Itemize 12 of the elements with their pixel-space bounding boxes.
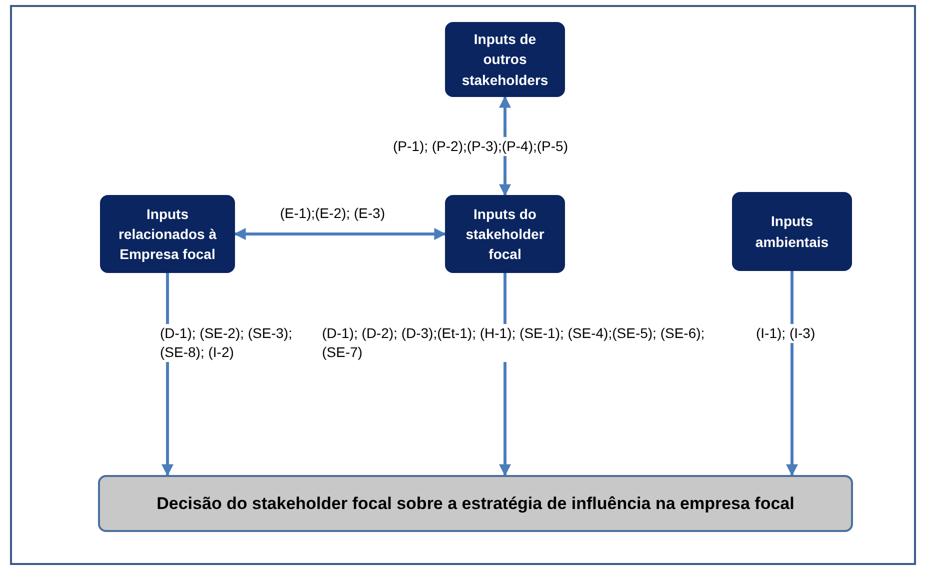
node-text: Inputs de outros stakeholders: [460, 30, 550, 90]
input-box: [445, 195, 565, 273]
node-text: Inputs do stakeholder focal: [464, 204, 546, 264]
arrow: [786, 271, 798, 476]
input-box: [100, 195, 235, 273]
input-box: [445, 22, 565, 97]
input-box: [732, 192, 852, 271]
node-text: Inputs ambientais: [754, 212, 830, 252]
node-text: Decisão do stakeholder focal sobre a estratégia de influência na empresa focal: [156, 494, 794, 514]
decision-box: [98, 475, 853, 532]
node-text: Inputs relacionados à Empresa focal: [117, 204, 218, 264]
arrow: [234, 228, 446, 240]
